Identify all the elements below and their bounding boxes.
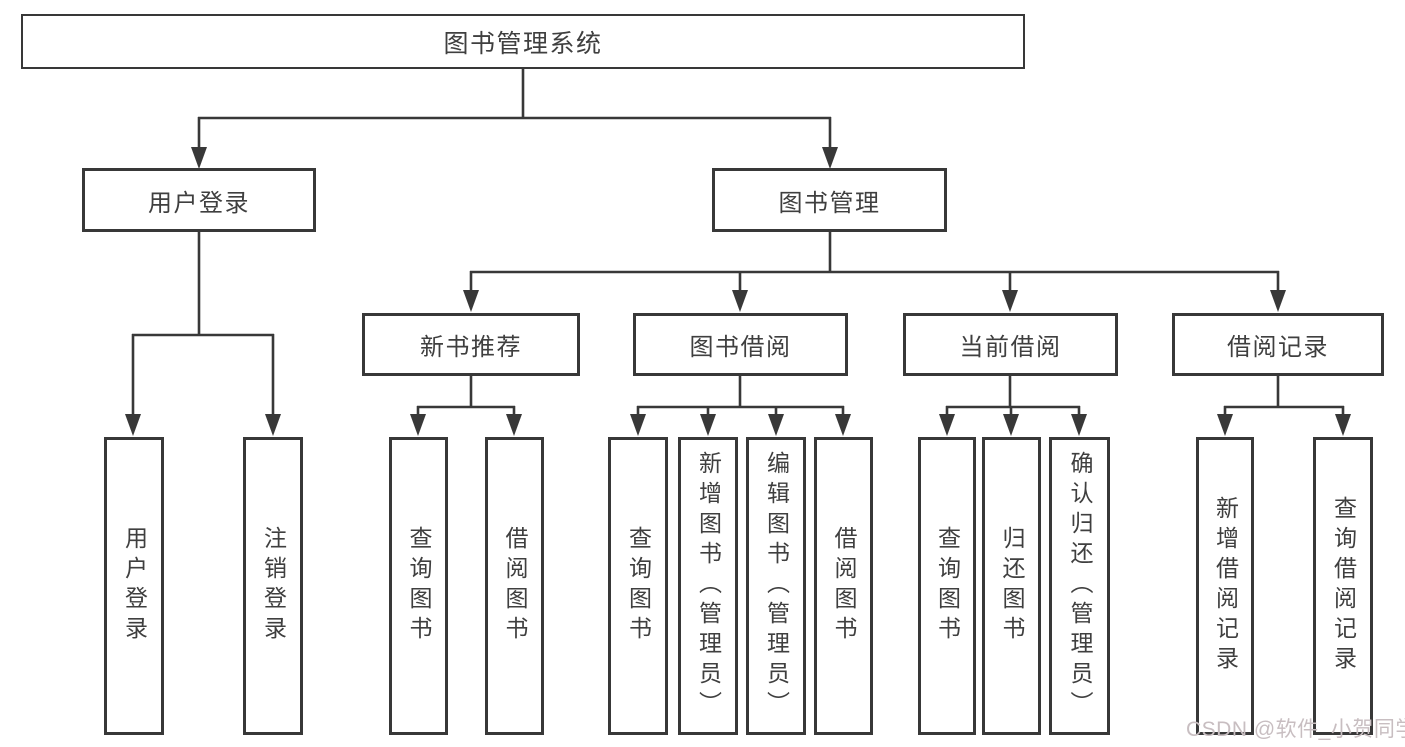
node-label: 确认归还（管理员） — [1067, 451, 1093, 721]
node-label: 编辑图书（管理员） — [763, 451, 790, 721]
leaf-query-books-3: 查询图书 — [918, 437, 976, 735]
node-label: 查询图书 — [934, 526, 961, 646]
leaf-add-books-admin: 新增图书（管理员） — [678, 437, 738, 735]
node-book-management: 图书管理 — [712, 168, 947, 232]
node-label: 图书管理 — [778, 189, 881, 217]
node-label: 借阅图书 — [831, 526, 857, 646]
leaf-borrow-books-1: 借阅图书 — [485, 437, 544, 735]
node-current-borrowing: 当前借阅 — [903, 313, 1118, 376]
node-label: 归还图书 — [999, 526, 1025, 646]
node-user-login: 用户登录 — [82, 168, 316, 232]
node-library-management-system: 图书管理系统 — [21, 14, 1025, 69]
node-label: 图书管理系统 — [443, 29, 603, 58]
node-label: 用户登录 — [121, 526, 148, 646]
leaf-logout: 注销登录 — [243, 437, 303, 735]
leaf-user-login: 用户登录 — [104, 437, 164, 735]
node-book-borrowing: 图书借阅 — [633, 313, 848, 376]
leaf-return-books: 归还图书 — [982, 437, 1041, 735]
leaf-query-books-2: 查询图书 — [608, 437, 668, 735]
node-label: 查询借阅记录 — [1330, 496, 1357, 676]
node-borrowing-records: 借阅记录 — [1172, 313, 1384, 376]
node-label: 新书推荐 — [420, 334, 522, 361]
leaf-edit-books-admin: 编辑图书（管理员） — [746, 437, 806, 735]
node-new-book-recommend: 新书推荐 — [362, 313, 580, 376]
leaf-confirm-return-admin: 确认归还（管理员） — [1049, 437, 1110, 735]
node-label: 注销登录 — [260, 526, 287, 646]
leaf-query-borrow-record: 查询借阅记录 — [1313, 437, 1373, 735]
node-label: 查询图书 — [406, 526, 432, 646]
node-label: 图书借阅 — [689, 334, 792, 361]
node-label: 借阅图书 — [502, 526, 528, 646]
node-label: 查询图书 — [625, 526, 652, 646]
csdn-watermark: CSDN @软件_小贺同学 — [1186, 718, 1405, 741]
node-label: 新增借阅记录 — [1212, 496, 1239, 676]
node-label: 新增图书（管理员） — [695, 451, 722, 721]
node-label: 借阅记录 — [1227, 334, 1329, 361]
leaf-borrow-books-2: 借阅图书 — [814, 437, 873, 735]
leaf-add-borrow-record: 新增借阅记录 — [1196, 437, 1254, 735]
leaf-query-books-1: 查询图书 — [389, 437, 448, 735]
node-label: 用户登录 — [148, 189, 250, 217]
node-label: 当前借阅 — [959, 334, 1062, 361]
